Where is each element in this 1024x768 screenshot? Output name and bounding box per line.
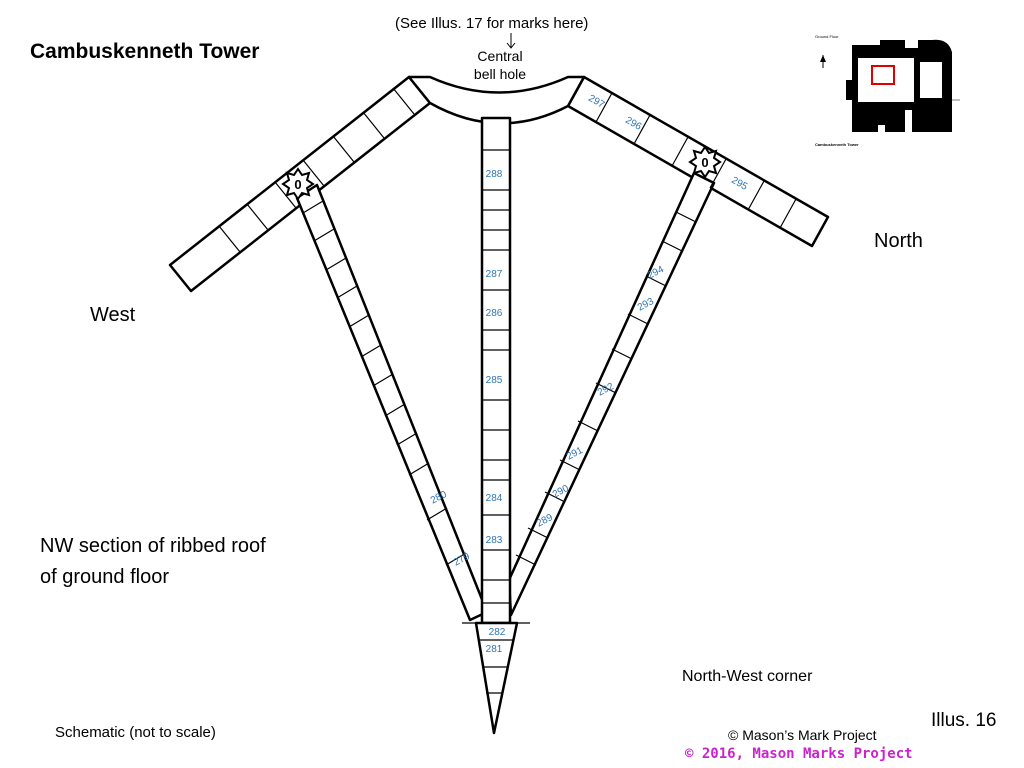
copyright-watermark: © 2016, Mason Marks Project (685, 746, 913, 762)
floor-plan-inset: Ground Floor Cambuskenneth Tower (815, 34, 960, 147)
see-illus-note: (See Illus. 17 for marks here) (395, 15, 589, 32)
central-label-line1: Central (477, 48, 523, 64)
right-diagonal-rib (507, 171, 716, 617)
rib-joint-lines (218, 87, 797, 694)
mason-mark-287: 287 (486, 269, 503, 280)
pointer-arrow (506, 33, 516, 49)
central-bell-hole (407, 75, 586, 125)
inset-title: Cambuskenneth Tower (815, 142, 859, 147)
illus-number: Illus. 16 (931, 710, 997, 731)
central-rib (480, 116, 512, 625)
section-label: NW section of ribbed roof of ground floo… (40, 531, 266, 593)
mason-mark-285: 285 (486, 375, 503, 386)
mason-mark-283: 283 (486, 535, 503, 546)
mason-mark-284: 284 (486, 493, 503, 504)
mason-mark-282: 282 (489, 627, 506, 638)
mason-mark-286: 286 (486, 308, 503, 319)
schematic-note: Schematic (not to scale) (55, 724, 216, 741)
sun-mark-north-symbol: 0 (701, 155, 708, 170)
mason-mark-288: 288 (486, 169, 503, 180)
mason-mark-281: 281 (486, 644, 503, 655)
sun-mark-north: 0 (688, 145, 722, 179)
west-label: West (90, 304, 136, 326)
sun-mark-west-symbol: 0 (294, 177, 301, 192)
section-label-line1: NW section of ribbed roof (40, 535, 266, 557)
sun-mark-west: 0 (281, 167, 315, 201)
central-bell-hole-label: Central bell hole (445, 47, 555, 83)
diagram-title: Cambuskenneth Tower (30, 40, 260, 63)
central-label-line2: bell hole (473, 66, 527, 82)
copyright-note: © Mason’s Mark Project (728, 727, 877, 743)
section-label-line2: of ground floor (40, 566, 169, 588)
north-west-corner-label: North-West corner (682, 668, 813, 685)
inset-subtitle: Ground Floor (815, 34, 839, 39)
north-label: North (874, 230, 923, 252)
